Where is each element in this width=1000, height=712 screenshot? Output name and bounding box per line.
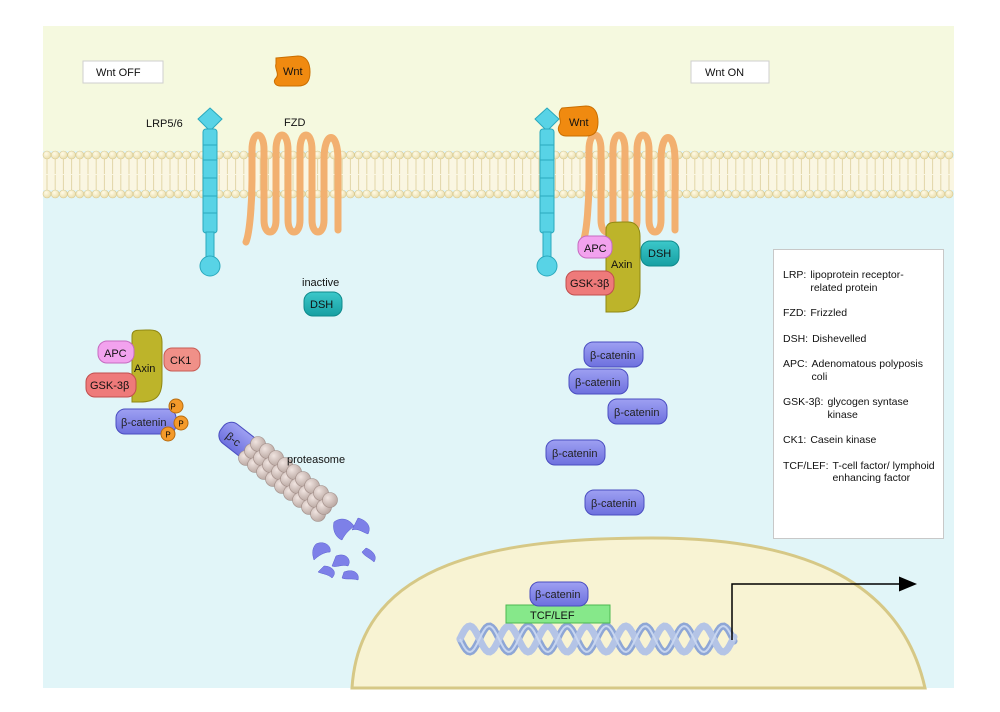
gsk-on	[565, 270, 615, 296]
phosphate-1	[168, 398, 184, 414]
proteasome-label: proteasome	[287, 454, 345, 466]
proteasome: β-c	[218, 421, 338, 522]
legend-abbr: LRP:	[783, 269, 807, 281]
wnt-bound-label: Wnt	[569, 117, 589, 129]
wnt-on-label: Wnt ON	[705, 67, 744, 79]
legend-definition: glycogen syntase kinase	[827, 396, 909, 421]
wnt-ligand-bound	[557, 105, 599, 137]
fzd-label: FZD	[284, 117, 305, 129]
beta-catenin-free-label-2: β-catenin	[575, 377, 620, 389]
apc-off-label: APC	[104, 348, 127, 360]
phosphate-2	[173, 415, 189, 431]
beta-catenin-nuclear	[529, 581, 589, 607]
degraded-fragments	[312, 517, 376, 581]
proteasome-subunits	[238, 436, 338, 522]
dsh-inactive-label: DSH	[310, 299, 333, 311]
axin-on-label: Axin	[611, 259, 632, 271]
beta-catenin-free-5	[584, 489, 645, 516]
apc-on	[577, 235, 613, 259]
phosphate-3-label: P	[165, 431, 170, 440]
beta-catenin-free-4	[545, 439, 606, 466]
wnt-free-label: Wnt	[283, 66, 303, 78]
legend-abbr: CK1:	[783, 434, 807, 446]
legend-definition: Dishevelled	[812, 332, 867, 345]
phosphate-2-label: P	[178, 420, 183, 429]
phosphate-1-label: P	[170, 403, 175, 412]
legend-abbr: TCF/LEF:	[783, 459, 829, 472]
legend-definition: T-cell factor/ lymphoid enhancing factor	[832, 459, 935, 485]
legend-definition: lipoprotein receptor-related protein	[810, 269, 904, 294]
fzd-receptor-off	[242, 131, 342, 246]
beta-catenin-free-label-1: β-catenin	[590, 350, 635, 362]
fzd-receptor-on	[579, 131, 679, 246]
beta-catenin-nuclear-label: β-catenin	[535, 589, 580, 601]
beta-catenin-free-1	[583, 341, 644, 368]
ck1-off	[163, 347, 201, 372]
legend-item: GSK-3β:glycogen syntase kinase	[783, 396, 935, 421]
dna-helix	[456, 622, 738, 656]
legend-box: LRP:lipoprotein receptor-related protein…	[773, 249, 944, 539]
gsk-off-label: GSK-3β	[90, 380, 129, 392]
wnt-off-tag-box	[82, 60, 164, 84]
wnt-on-tag-box	[690, 60, 770, 84]
beta-catenin-free-label-4: β-catenin	[552, 448, 597, 460]
phosphate-3	[160, 426, 176, 442]
gsk-off	[85, 372, 137, 398]
wnt-ligand-free	[273, 55, 311, 87]
legend-item: DSH:Dishevelled	[783, 333, 935, 346]
axin-off	[131, 329, 163, 403]
beta-catenin-accumulated: β-catenin β-catenin β-catenin β-catenin β-ca…	[545, 341, 668, 516]
legend-item: APC:Adenomatous polyposis coli	[783, 358, 935, 383]
legend-abbr: APC:	[783, 358, 808, 370]
lrp-receptor-on	[534, 107, 560, 277]
extracellular-space	[43, 26, 954, 151]
beta-catenin-off-label: β-catenin	[121, 417, 166, 429]
legend-abbr: GSK-3β:	[783, 396, 824, 408]
legend-abbr: FZD:	[783, 307, 807, 319]
beta-catenin-free-label-3: β-catenin	[614, 407, 659, 419]
legend-item: CK1:Casein kinase	[783, 434, 935, 447]
apc-off	[97, 340, 135, 364]
beta-catenin-free-label-5: β-catenin	[591, 498, 636, 510]
transcription-arrow	[731, 576, 917, 640]
wnt-off-label: Wnt OFF	[96, 67, 141, 79]
axin-on	[605, 221, 641, 313]
axin-off-label: Axin	[134, 363, 155, 375]
legend-definition: Frizzled	[810, 307, 848, 319]
ck1-off-label: CK1	[170, 355, 191, 367]
tcf-lef-label: TCF/LEF	[530, 610, 575, 622]
legend-definition: Casein kinase	[810, 434, 877, 446]
destruction-complex	[85, 329, 201, 442]
legend-abbr: DSH:	[783, 332, 809, 345]
cell-membrane	[42, 150, 954, 199]
lrp-receptor-off	[197, 107, 223, 277]
dsh-inactive	[303, 291, 343, 317]
dsh-active-label: DSH	[648, 248, 671, 260]
legend-item: TCF/LEF:T-cell factor/ lymphoid enhancin…	[783, 460, 935, 485]
beta-catenin-free-3	[607, 398, 668, 425]
legend-definition: Adenomatous polyposis coli	[811, 358, 924, 383]
lrp-label: LRP5/6	[146, 118, 183, 130]
dsh-active	[640, 240, 680, 267]
beta-catenin-free-2	[568, 368, 629, 395]
inactive-label: inactive	[302, 277, 339, 289]
legend-item: FZD:Frizzled	[783, 307, 935, 320]
proteasome-subunit-26	[322, 492, 338, 508]
legend-item: LRP:lipoprotein receptor-related protein	[783, 269, 935, 294]
apc-on-label: APC	[584, 243, 607, 255]
gsk-on-label: GSK-3β	[570, 278, 609, 290]
